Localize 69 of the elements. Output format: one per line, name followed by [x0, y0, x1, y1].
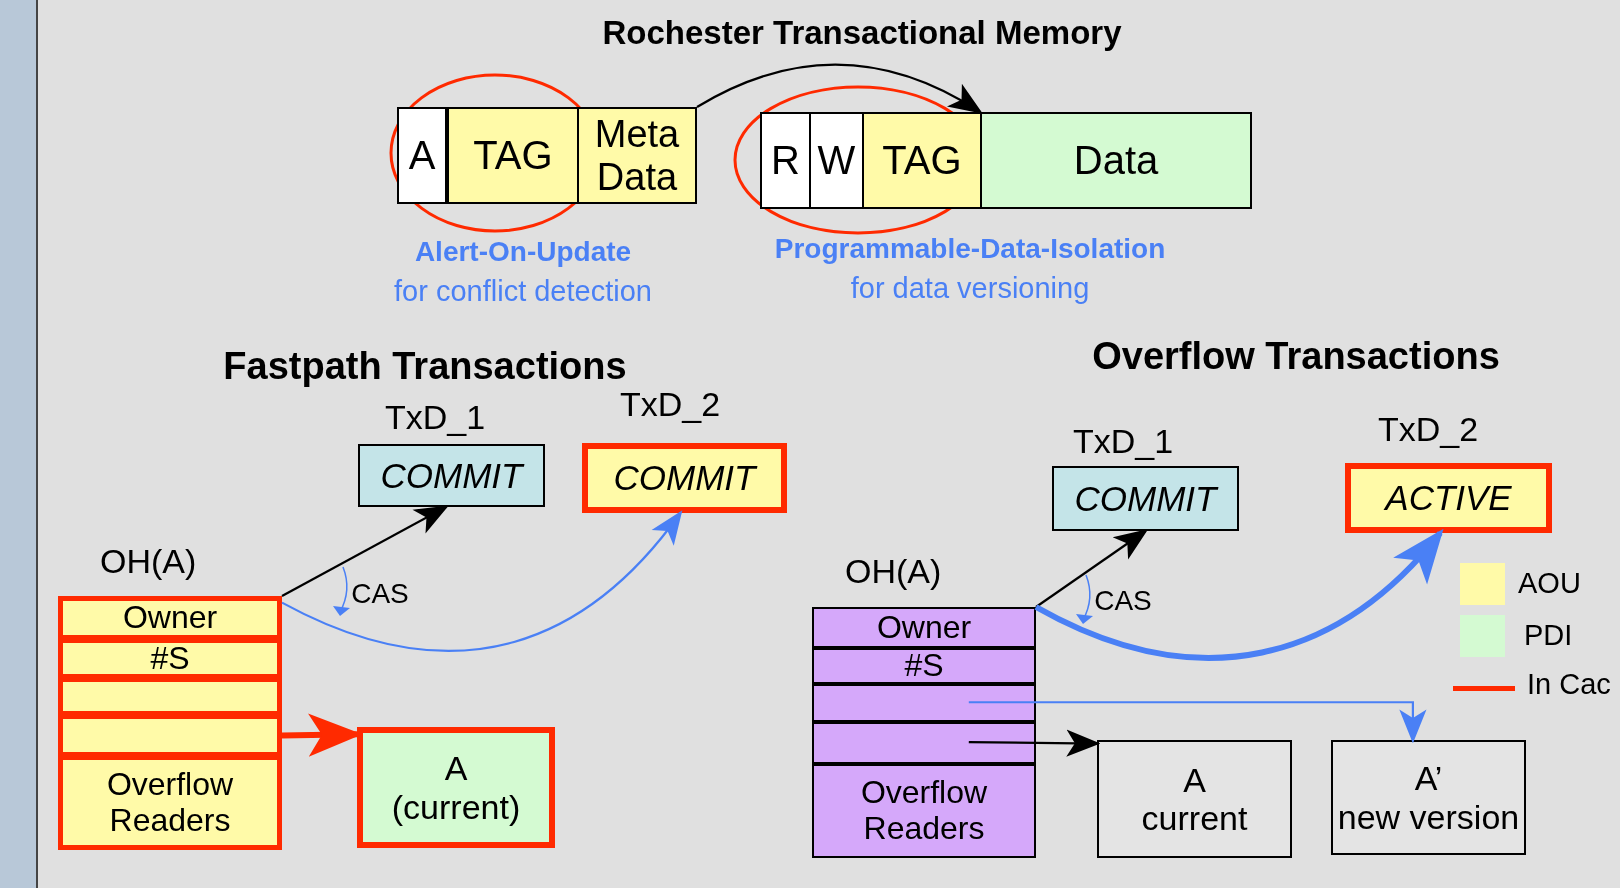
record-field	[862, 112, 982, 209]
record-field	[809, 112, 864, 209]
legend-text: PDI	[1524, 619, 1573, 652]
node-text: Data	[1073, 138, 1159, 183]
arrow	[1035, 529, 1149, 608]
box-heading: TxD_2	[1378, 410, 1479, 449]
arrow	[968, 701, 1427, 744]
node-text: COMMIT	[1074, 478, 1217, 519]
data-box	[357, 727, 555, 848]
node-text: (current)	[391, 787, 521, 826]
status-box	[1345, 463, 1552, 533]
legend-text: AOU	[1518, 567, 1581, 600]
side-bar	[0, 0, 38, 888]
legend-text: In Cac	[1527, 668, 1611, 701]
caption: for data versioning	[849, 272, 1091, 305]
subtitle: Alert-On-Update	[413, 236, 633, 268]
status-box	[582, 443, 787, 513]
section-heading: Overflow Transactions	[1091, 335, 1501, 378]
node-text: A	[1183, 760, 1206, 799]
record-field	[980, 112, 1252, 209]
status-box	[1052, 466, 1239, 531]
node-text: TAG	[882, 138, 962, 183]
caption: for conflict detection	[393, 275, 653, 308]
node-text: new version	[1337, 797, 1520, 836]
table-row	[812, 607, 1036, 648]
node-text: Overflow Readers	[105, 766, 235, 839]
node-text: Meta Data	[593, 112, 681, 199]
table-row	[812, 684, 1036, 722]
box-heading: TxD_2	[620, 385, 721, 424]
node-text: Owner	[122, 600, 218, 636]
box-heading: OH(A)	[100, 542, 197, 581]
node-text: Overflow Readers	[859, 775, 989, 847]
node-text: COMMIT	[380, 455, 523, 496]
arrow	[281, 505, 449, 597]
object-header-table	[812, 607, 1036, 858]
node-text: R	[771, 138, 800, 183]
arrow	[968, 729, 1101, 757]
subtitle: Programmable-Data-Isolation	[773, 233, 1167, 265]
node-text: ACTIVE	[1385, 478, 1512, 518]
box-heading: OH(A)	[845, 552, 942, 591]
diagram-title: Rochester Transactional Memory	[601, 14, 1123, 52]
box-heading: TxD_1	[385, 398, 486, 437]
node-text: TAG	[473, 133, 553, 178]
node-text: Owner	[876, 609, 972, 646]
box-heading: TxD_1	[1073, 422, 1174, 461]
arrow	[696, 63, 983, 114]
arrow	[1034, 528, 1444, 661]
node-text: A	[408, 133, 436, 178]
arrow	[281, 510, 683, 652]
data-box	[1097, 740, 1292, 858]
node-text: #S	[150, 640, 190, 677]
node-text: W	[817, 138, 856, 183]
node-text: A’	[1414, 759, 1443, 798]
table-row	[812, 764, 1036, 858]
record-field	[577, 107, 697, 204]
status-box	[358, 444, 545, 507]
section-heading: Fastpath Transactions	[222, 345, 628, 388]
table-row	[812, 722, 1036, 764]
node-text: A	[444, 749, 468, 788]
edge-note: CAS	[1093, 585, 1153, 617]
node-text: #S	[904, 648, 944, 684]
data-box	[1331, 740, 1526, 855]
node-text: COMMIT	[613, 458, 756, 498]
record-field	[397, 107, 447, 204]
record-field	[447, 107, 579, 204]
record-field	[760, 112, 811, 209]
node-text: current	[1141, 799, 1248, 838]
edge-note: CAS	[350, 578, 410, 610]
table-row	[812, 648, 1036, 684]
